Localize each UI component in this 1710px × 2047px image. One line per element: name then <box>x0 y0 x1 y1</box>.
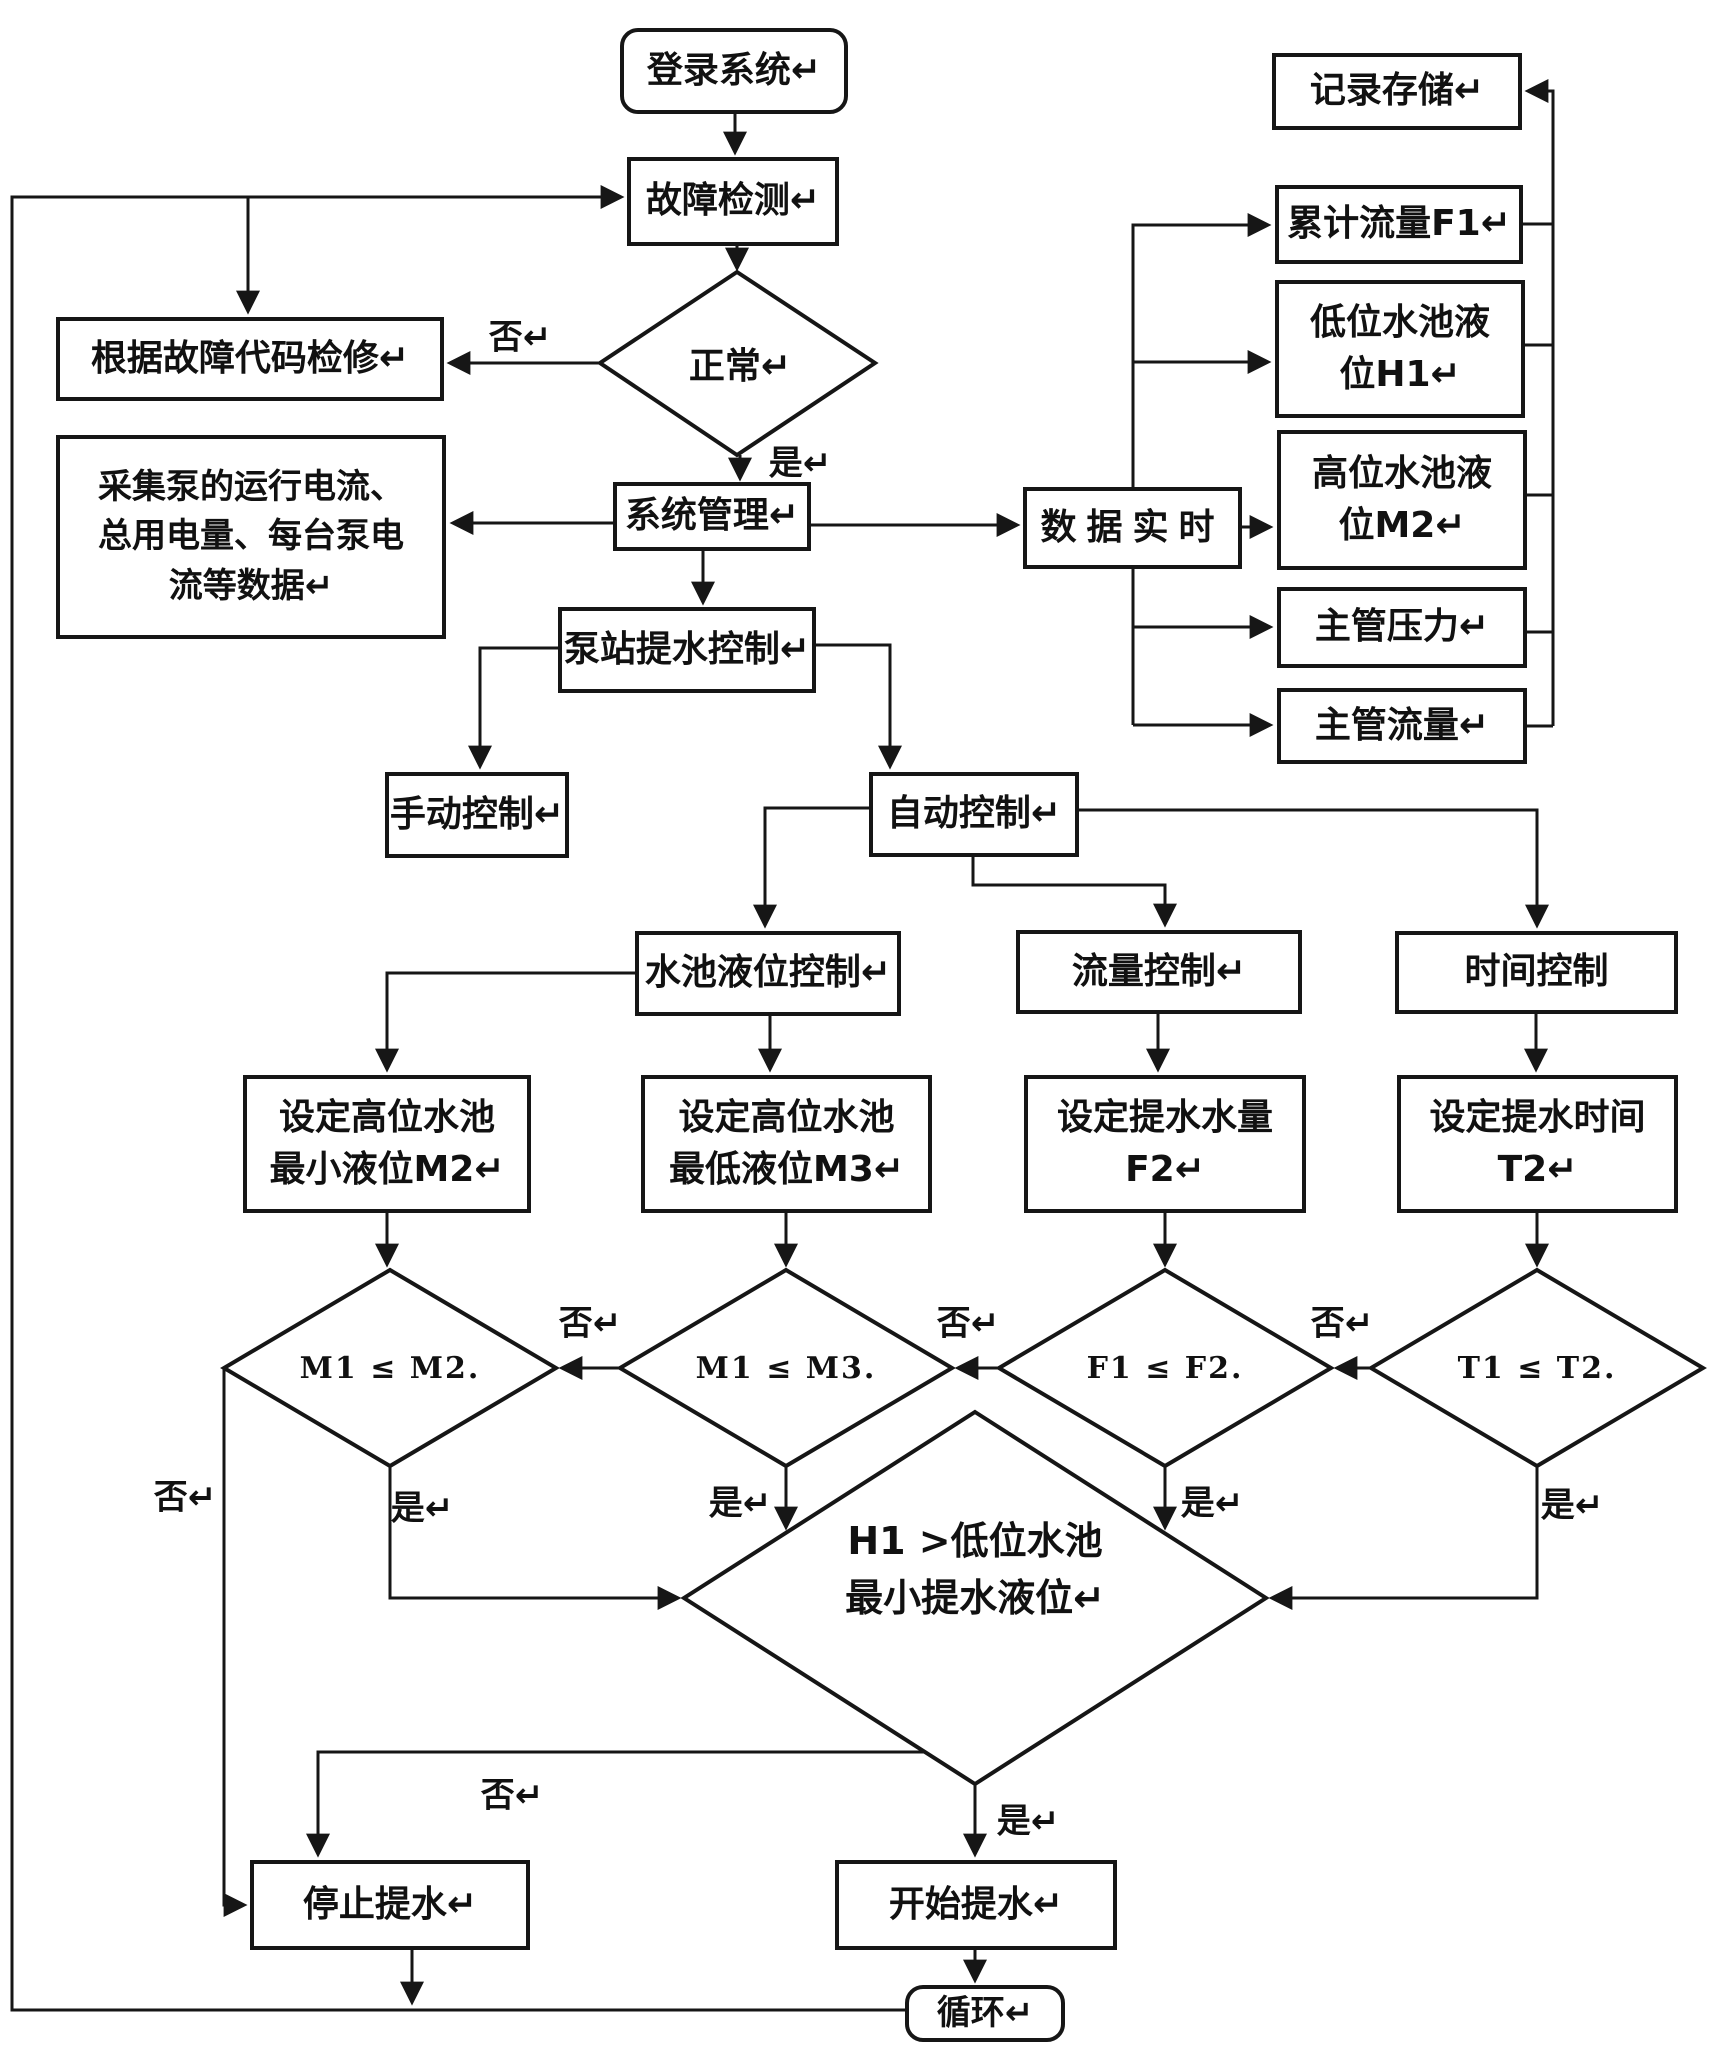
diamond-label-cmp-m2: M1 ≤ M2. <box>299 1350 481 1386</box>
node-level-ctl: 水池液位控制↵ <box>635 931 901 1016</box>
diamond-cmp-m2 <box>220 1267 560 1469</box>
edge-realtime-to-f1 <box>1131 213 1272 487</box>
node-high-pool-level-m2: 高位水池液 位M2↵ <box>1277 430 1527 570</box>
node-total-flow-f1: 累计流量F1↵ <box>1275 185 1523 264</box>
edge-pump-ctl-to-auto <box>815 643 902 770</box>
node-realtime-data: 数据实时 <box>1023 487 1242 569</box>
edge-label-cmp-f2-yes: 是↵ <box>1180 1483 1244 1524</box>
edge-auto-to-level-ctl <box>753 806 869 929</box>
edge-loop-feedback-to-fault-detect <box>10 185 905 2012</box>
node-login: 登录系统↵ <box>620 28 848 114</box>
edge-label-normal-no: 否↵ <box>488 317 552 358</box>
node-set-m3: 设定高位水池 最低液位M3↵ <box>641 1075 932 1213</box>
edge-auto-to-time-ctl <box>1078 808 1549 929</box>
node-set-t2: 设定提水时间 T2↵ <box>1397 1075 1678 1213</box>
node-loop: 循环↵ <box>905 1985 1065 2042</box>
node-pump-station-ctl: 泵站提水控制↵ <box>558 607 816 693</box>
edge-label-normal-yes: 是↵ <box>768 443 832 484</box>
diamond-label-big-cmp: H1 >低位水池 最小提水液位↵ <box>845 1519 1105 1620</box>
edge-label-cmp-t2-yes: 是↵ <box>1540 1485 1604 1526</box>
node-main-flow: 主管流量↵ <box>1277 688 1527 764</box>
edge-label-big-yes: 是↵ <box>996 1801 1060 1842</box>
diamond-big-cmp <box>680 1409 1270 1787</box>
node-flow-ctl: 流量控制↵ <box>1016 930 1302 1014</box>
edge-label-cmp-m3-yes: 是↵ <box>708 1483 772 1524</box>
node-low-pool-level-h1: 低位水池液 位H1↵ <box>1275 280 1525 418</box>
node-start-pumping: 开始提水↵ <box>835 1860 1117 1950</box>
node-time-ctl: 时间控制 <box>1395 931 1678 1014</box>
node-record-storage: 记录存储↵ <box>1272 53 1522 130</box>
edge-label-cmp-f2-no: 否↵ <box>936 1303 1000 1344</box>
node-manual-ctl: 手动控制↵ <box>385 772 569 858</box>
edge-cmp-t2-yes-to-big <box>1268 1466 1539 1610</box>
diamond-label-cmp-t2: T1 ≤ T2. <box>1457 1350 1617 1386</box>
diamond-normal <box>596 269 879 458</box>
diamond-cmp-m3 <box>616 1267 956 1469</box>
edge-label-cmp-m3-no: 否↵ <box>558 1303 622 1344</box>
node-stop-pumping: 停止提水↵ <box>250 1860 530 1950</box>
edge-label-cmp-m2-yes: 是↵ <box>390 1488 454 1529</box>
diamond-cmp-t2 <box>1367 1267 1707 1469</box>
edge-label-cmp-t2-no: 否↵ <box>1310 1303 1374 1344</box>
edge-pump-ctl-to-manual <box>468 646 558 770</box>
edge-cmp-m2-yes-to-big <box>388 1466 682 1610</box>
node-set-f2: 设定提水水量 F2↵ <box>1024 1075 1306 1213</box>
node-sys-mgmt: 系统管理↵ <box>613 482 811 551</box>
node-set-m2: 设定高位水池 最小液位M2↵ <box>243 1075 531 1213</box>
node-collect-data: 采集泵的运行电流、 总用电量、每台泵电 流等数据↵ <box>56 435 446 639</box>
node-main-pressure: 主管压力↵ <box>1277 587 1527 668</box>
edge-collector-to-record <box>1524 79 1555 726</box>
edge-big-no-to-stop <box>306 1750 925 1858</box>
edge-auto-to-flow-ctl <box>971 856 1177 928</box>
diamond-cmp-f2 <box>995 1267 1335 1469</box>
diamond-label-cmp-m3: M1 ≤ M3. <box>695 1350 877 1386</box>
node-auto-ctl: 自动控制↵ <box>869 772 1079 857</box>
edge-cmp-m2-no-to-stop <box>222 1368 248 1917</box>
edge-label-big-no: 否↵ <box>480 1775 544 1816</box>
diamond-label-normal: 正常↵ <box>688 346 792 387</box>
diamond-label-cmp-f2: F1 ≤ F2. <box>1086 1350 1244 1386</box>
edge-level-ctl-to-set-m2 <box>375 971 635 1073</box>
node-fault-detect: 故障检测↵ <box>627 157 839 246</box>
node-repair: 根据故障代码检修↵ <box>56 317 444 401</box>
edge-label-cmp-m2-no: 否↵ <box>153 1477 217 1518</box>
